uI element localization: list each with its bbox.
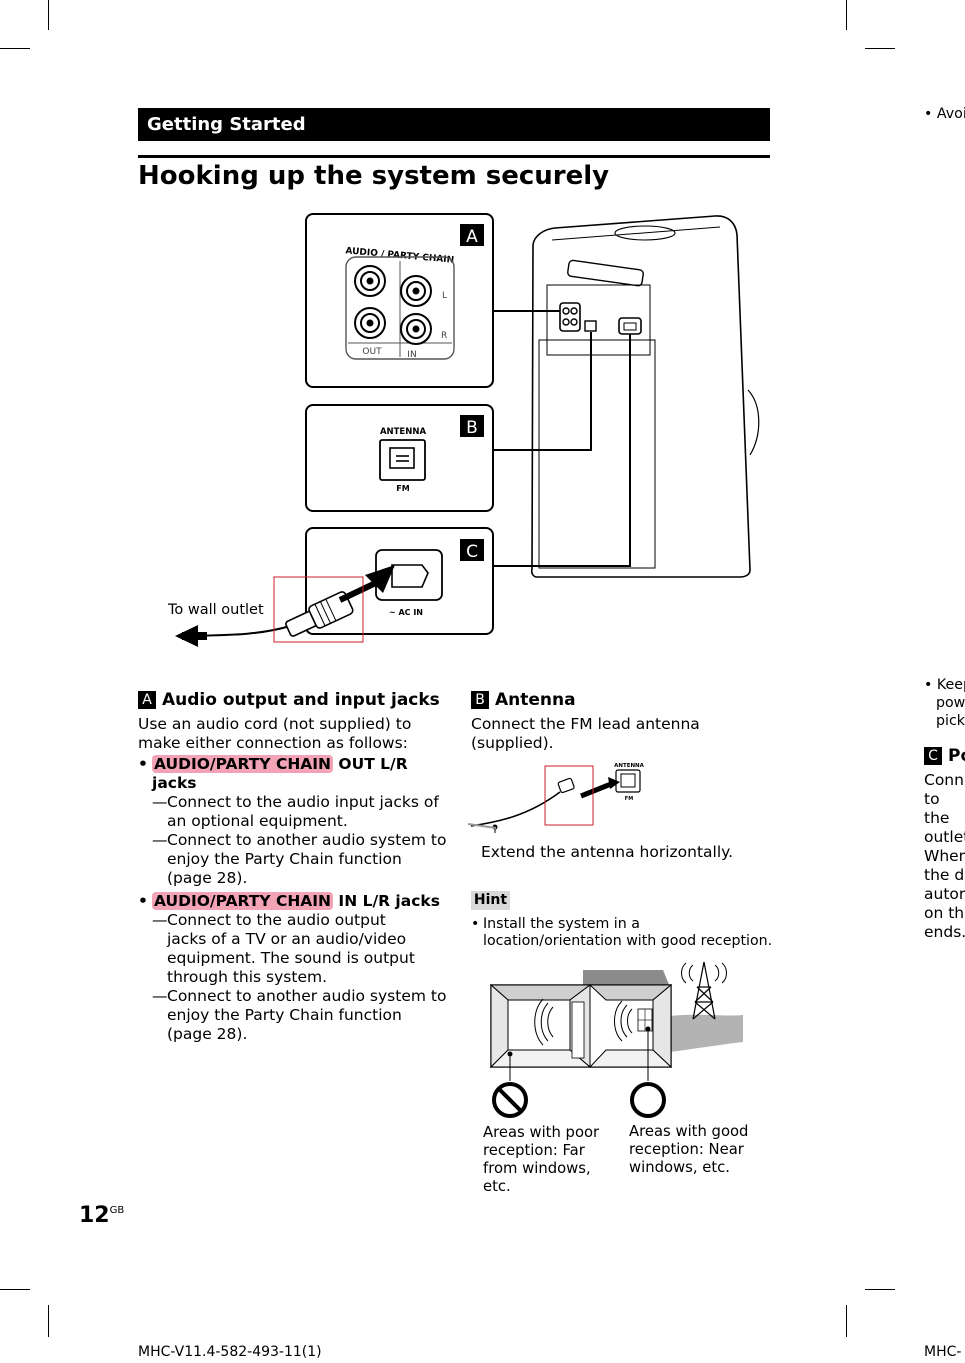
section-a-bullet-1: • AUDIO/PARTY CHAIN OUT L/R jacks	[138, 755, 448, 793]
hint-text: • Install the system in a location/orien…	[471, 916, 773, 949]
crop-mark	[48, 1305, 49, 1337]
section-b-title: Antenna	[495, 690, 576, 710]
antenna-socket	[379, 439, 426, 481]
reception-figure	[489, 961, 743, 1118]
jack-l-label: L	[442, 291, 447, 301]
right-column-heading: CPo	[924, 745, 965, 767]
section-a-bullet-1-item-1: —Connect to the audio input jacks of an …	[152, 793, 439, 830]
crop-mark	[48, 0, 49, 30]
good-reception-icon	[630, 1082, 666, 1118]
callout-b-letter: B	[466, 418, 478, 438]
model-number-left: MHC-V11.4-582-493-11(1)	[138, 1344, 322, 1360]
section-b-letter-badge: B	[471, 691, 489, 709]
section-b-intro: Connect the FM lead antenna (supplied).	[471, 715, 700, 752]
bullet-rest: IN L/R jacks	[333, 892, 440, 910]
good-reception-caption: Areas with good reception: Near windows,…	[629, 1123, 749, 1176]
callout-a-letter: A	[466, 227, 478, 247]
no-reception-icon	[492, 1082, 528, 1118]
bullet-dot: •	[924, 677, 937, 693]
insert-arrow-icon	[608, 777, 620, 789]
bullet-dot: •	[138, 755, 148, 773]
bullet-dot: •	[471, 916, 480, 932]
section-a-intro: Use an audio cord (not supplied) to make…	[138, 715, 412, 752]
bullet-rest: OUT L/R jacks	[152, 755, 408, 792]
section-b: B Antenna Connect the FM lead antenna (su…	[471, 689, 766, 753]
bullet-dot: •	[138, 892, 148, 910]
radio-tower-icon	[692, 961, 716, 1020]
poor-reception-caption: Areas with poor reception: Far from wind…	[483, 1124, 600, 1195]
crop-mark	[865, 1289, 895, 1290]
highlighted-label: AUDIO/PARTY CHAIN	[152, 755, 334, 773]
antenna-label: ANTENNA	[380, 427, 427, 437]
mini-fm-label: FM	[625, 796, 633, 802]
speaker-unit	[530, 215, 760, 578]
jack-r-label: R	[441, 331, 447, 341]
connection-diagram: A AUDIO / PARTY CHAIN OUT IN L R B ANTEN…	[167, 213, 760, 647]
wall-outlet-label: To wall outlet	[167, 602, 264, 618]
jack-out-label: OUT	[362, 347, 382, 357]
right-column-body: Conn to the outlet When the d autor on t…	[924, 771, 965, 941]
section-a-bullet-2-item-2: —Connect to another audio system to enjo…	[152, 987, 447, 1043]
highlighted-label: AUDIO/PARTY CHAIN	[152, 892, 334, 910]
crop-mark	[0, 1289, 30, 1290]
ac-in-label: ~ AC IN	[389, 608, 423, 617]
title-rule	[138, 155, 770, 158]
section-a-bullet-2-item-1: —Connect to the audio output jacks of a …	[152, 911, 415, 986]
highlight-frame	[544, 765, 594, 826]
section-header-bar: Getting Started	[138, 108, 770, 141]
leader-lines	[493, 310, 631, 567]
crop-mark	[846, 0, 847, 30]
antenna-caption: Extend the antenna horizontally.	[481, 843, 734, 861]
section-a-bullet-2: • AUDIO/PARTY CHAIN IN L/R jacks	[138, 892, 448, 911]
section-a-heading: A Audio output and input jacks	[138, 689, 448, 711]
jack-in-label: IN	[407, 350, 416, 360]
crop-mark	[865, 48, 895, 49]
section-a-bullet-1-item-2: —Connect to another audio system to enjo…	[152, 831, 447, 887]
hint-badge: Hint	[471, 891, 510, 910]
section-a: A Audio output and input jacks Use an aud…	[138, 689, 448, 1044]
model-number-right: MHC-	[924, 1344, 962, 1360]
jack-group	[354, 265, 432, 345]
right-column-bullet-1: • Avoi	[924, 106, 965, 122]
page-suffix: GB	[109, 1205, 125, 1216]
page-number: 12GB	[79, 1203, 125, 1228]
fm-label: FM	[396, 484, 409, 493]
right-letter-badge: C	[924, 747, 942, 765]
bullet-dot: •	[924, 106, 937, 122]
crop-mark	[0, 48, 30, 49]
mini-antenna-label: ANTENNA	[614, 763, 645, 769]
section-a-title: Audio output and input jacks	[162, 690, 440, 710]
antenna-figure: ANTENNA FM	[468, 763, 645, 833]
section-b-heading: B Antenna	[471, 689, 766, 711]
highlight-frame	[273, 576, 364, 643]
callout-c-letter: C	[466, 542, 478, 562]
crop-mark	[846, 1305, 847, 1337]
page-title: Hooking up the system securely	[138, 161, 610, 191]
section-a-letter-badge: A	[138, 691, 156, 709]
